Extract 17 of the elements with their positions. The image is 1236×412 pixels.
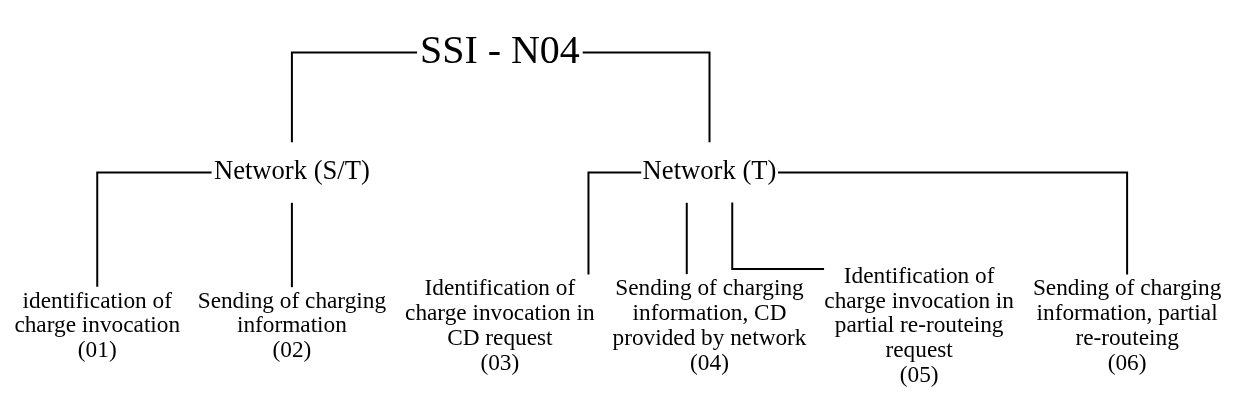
- node-text: Network (T): [642, 154, 777, 185]
- connector: [587, 170, 643, 276]
- node-text: Identification of charge invocation in CD request (03): [405, 273, 595, 375]
- node-text: Network (S/T): [213, 154, 370, 185]
- connector: [290, 51, 419, 143]
- connector: [96, 170, 213, 288]
- node-text: Sending of charging information, partial re-routeing (06): [1032, 273, 1222, 375]
- connector: [685, 201, 688, 275]
- connector: [290, 201, 293, 288]
- node-text: Sending of charging information, CD provided by network (04): [612, 273, 807, 375]
- connector: [731, 200, 826, 270]
- node-text: Sending of charging information (02): [197, 285, 387, 362]
- node-text: SSI - N04: [420, 26, 580, 72]
- node-text: identification of charge invocation (01): [14, 285, 181, 362]
- node-text: Identification of charge invocation in partial re-routeing request (05): [824, 261, 1014, 387]
- connector: [777, 170, 1129, 276]
- connector: [581, 51, 711, 143]
